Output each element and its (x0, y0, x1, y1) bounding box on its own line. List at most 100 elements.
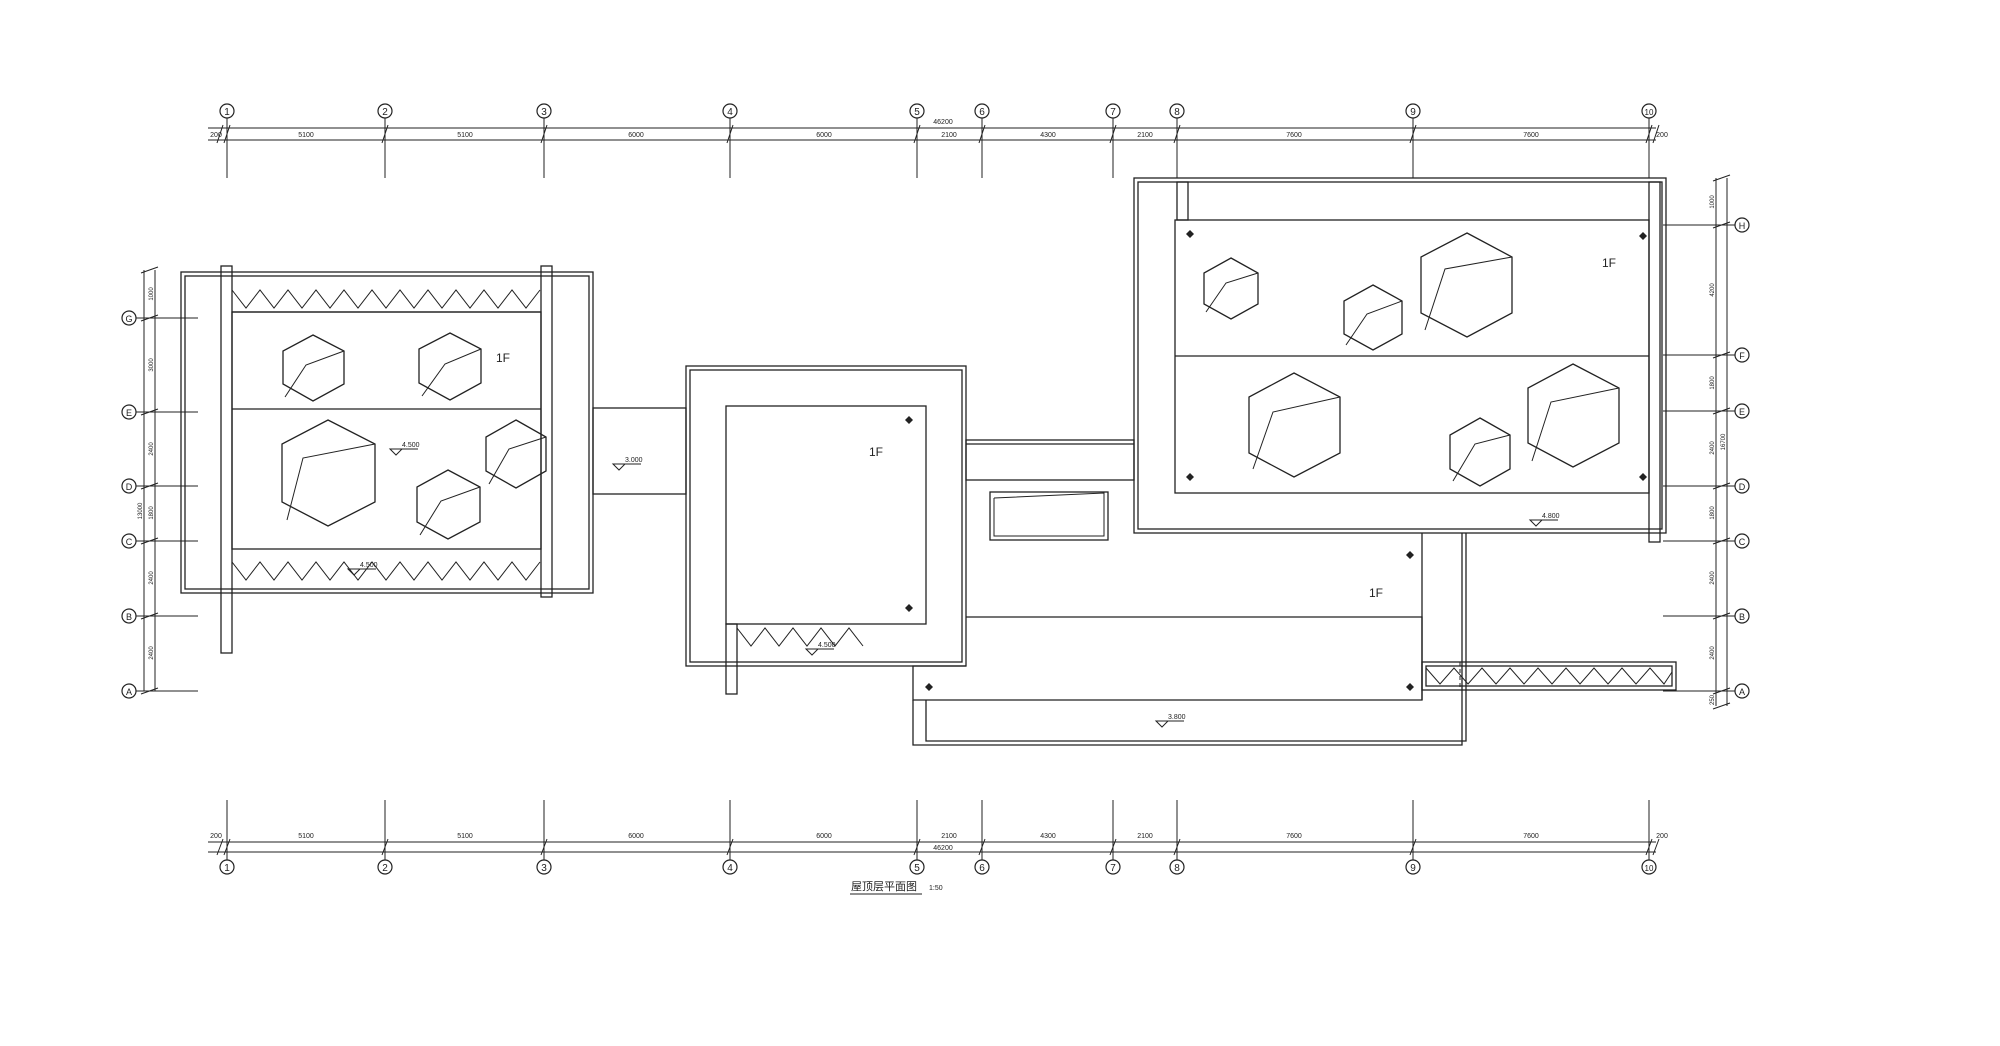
top-dim-3: 5100 (457, 132, 473, 139)
bot-dim-8: 2100 (1137, 833, 1153, 840)
left-dim-2: 3000 (149, 358, 155, 372)
axis-bubble-E-right: E (1663, 403, 1750, 419)
svg-text:7: 7 (1110, 107, 1116, 118)
roof-drain-marker (1639, 473, 1647, 481)
roof-drain-marker (1186, 230, 1194, 238)
axis-bubble-5-bottom: 5 (909, 800, 925, 875)
dimension-tick (1712, 351, 1731, 359)
dimension-tick (140, 408, 159, 416)
right-dim-total: 16700 (1721, 433, 1727, 450)
svg-text:4.800: 4.800 (1542, 513, 1560, 520)
dimension-tick (1712, 537, 1731, 545)
dimension-tick (140, 612, 159, 620)
svg-text:8: 8 (1174, 863, 1180, 874)
svg-text:3: 3 (541, 863, 547, 874)
dimension-tick (1712, 482, 1731, 490)
top-dim-8: 2100 (1137, 132, 1153, 139)
right-dim-8: 250 (1710, 694, 1716, 705)
bot-dim-1: 200 (210, 833, 222, 840)
top-dim-9: 7600 (1286, 132, 1302, 139)
top-overall-dimension: 46200 (933, 119, 953, 126)
dimension-tick (140, 314, 159, 322)
left-dim-3: 2400 (149, 442, 155, 456)
axis-bubble-7: 7 (1105, 103, 1121, 178)
left-dim-1: 1000 (149, 287, 155, 301)
dimension-tick (1652, 124, 1660, 144)
level-mark-center: 4.500 (804, 642, 836, 656)
dimension-tick (1712, 687, 1731, 695)
axis-bubble-D-right: D (1663, 478, 1750, 494)
dimension-tick (140, 482, 159, 490)
svg-text:E: E (126, 408, 132, 418)
roof-drain-marker (925, 683, 933, 691)
right-dim-4: 2400 (1710, 441, 1716, 455)
skylight-hexagon (1420, 232, 1513, 338)
left-dim-6: 2400 (149, 646, 155, 660)
skylight-hexagon (418, 332, 482, 401)
left-axis-bubbles: G E D C B A (121, 310, 198, 699)
svg-text:3: 3 (541, 107, 547, 118)
bot-dim-7: 4300 (1040, 833, 1056, 840)
svg-text:C: C (1739, 537, 1746, 547)
top-dimension-chain: 46200 200 5100 5100 6000 6000 2100 4300 … (208, 119, 1668, 144)
roof-drain-marker (905, 416, 913, 424)
dimension-tick (1712, 221, 1731, 229)
skylight-hexagon (485, 419, 547, 489)
svg-text:1: 1 (224, 863, 230, 874)
svg-text:4: 4 (727, 107, 733, 118)
bot-dim-5: 6000 (816, 833, 832, 840)
axis-bubble-H-right: H (1663, 217, 1750, 233)
svg-text:A: A (1739, 687, 1745, 697)
svg-text:1: 1 (224, 107, 230, 118)
bottom-axis-bubbles: 1 2 3 4 5 6 7 8 9 10 (219, 800, 1657, 875)
south-floor-label: 1F (1369, 586, 1383, 600)
bot-dim-3: 5100 (457, 833, 473, 840)
right-dim-3: 1800 (1710, 376, 1716, 390)
roof-drain-marker (1186, 473, 1194, 481)
axis-bubble-4-bottom: 4 (722, 800, 738, 875)
axis-bubble-F-right: F (1663, 347, 1750, 363)
top-dim-6: 2100 (941, 132, 957, 139)
svg-text:D: D (126, 482, 133, 492)
roof-drain-marker (1639, 232, 1647, 240)
drawing-title: 屋顶层平面图 1:50 (850, 880, 943, 895)
svg-text:8: 8 (1174, 107, 1180, 118)
axis-bubble-10-bottom: 10 (1641, 800, 1657, 875)
axis-bubble-3-bottom: 3 (536, 800, 552, 875)
center-floor-label: 1F (869, 445, 883, 459)
right-dimension-chain: 1000 4200 1800 2400 1800 2400 2400 250 1… (1710, 174, 1731, 710)
skylight-hexagon (1343, 284, 1403, 351)
top-dim-5: 6000 (816, 132, 832, 139)
axis-bubble-1-bottom: 1 (219, 800, 235, 875)
skylight-hexagon (1203, 257, 1259, 320)
svg-text:4.500: 4.500 (818, 642, 836, 649)
axis-bubble-G: G (121, 310, 198, 326)
axis-bubble-A: A (121, 683, 198, 699)
bot-dim-11: 200 (1656, 833, 1668, 840)
svg-text:4.500: 4.500 (402, 442, 420, 449)
axis-bubble-6-bottom: 6 (974, 800, 990, 875)
right-dim-6: 2400 (1710, 571, 1716, 585)
axis-bubble-7-bottom: 7 (1105, 800, 1121, 875)
dimension-tick (1712, 174, 1731, 182)
axis-bubble-6: 6 (974, 103, 990, 178)
svg-text:4.500: 4.500 (360, 562, 378, 569)
axis-bubble-9-bottom: 9 (1405, 800, 1421, 875)
level-mark-right-main: 4.800 (1528, 513, 1560, 527)
bot-dim-2: 5100 (298, 833, 314, 840)
svg-text:6: 6 (979, 107, 985, 118)
center-building-roof: 1F 4.500 (685, 365, 967, 695)
svg-text:B: B (1739, 612, 1745, 622)
bot-dim-10: 7600 (1523, 833, 1539, 840)
left-dimension-chain: 1000 3000 2400 1800 2400 2400 13000 (138, 266, 159, 695)
axis-bubble-8: 8 (1169, 103, 1185, 178)
svg-text:2: 2 (382, 107, 388, 118)
svg-text:D: D (1739, 482, 1746, 492)
axis-bubble-8-bottom: 8 (1169, 800, 1185, 875)
top-axis-bubbles: 1 2 3 4 5 6 7 8 9 10 (219, 103, 1657, 178)
level-mark-left-lower: 4.500 (346, 562, 378, 576)
left-floor-label: 1F (496, 351, 510, 365)
skylight-hexagon (281, 419, 376, 527)
right-building-roof: 1F 4.800 (1133, 177, 1667, 543)
